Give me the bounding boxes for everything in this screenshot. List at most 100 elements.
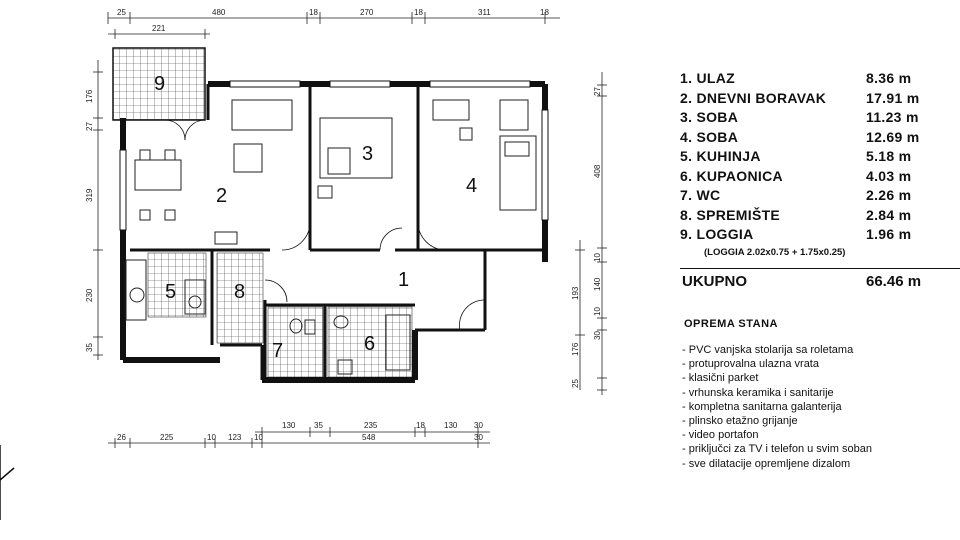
floor-plan-drawing: 25 480 18 270 18 311 18 221 176 27 319 2… [0, 8, 607, 520]
dim-bottom-r1-1: 35 [314, 421, 323, 430]
room-area: 1.96 m [866, 226, 912, 242]
dim-bottom-r2-3: 123 [228, 433, 242, 442]
dim-bottom-r2-1: 225 [160, 433, 174, 442]
equipment-item: video portafon [682, 428, 872, 442]
top-dimension-chain [107, 12, 560, 39]
room-row-5: 5. KUHINJA 5.18 m [680, 148, 960, 168]
room-name: 1. ULAZ [680, 70, 735, 86]
bottom-dimension-chains [108, 427, 490, 448]
dim-bottom-r2-5: 548 [362, 433, 376, 442]
room-label-9: 9 [154, 73, 165, 95]
dim-top-sub-0: 221 [152, 24, 166, 33]
total-divider [680, 268, 960, 269]
dim-bottom-r2-4: 10 [254, 433, 263, 442]
dim-right-5: 193 [571, 286, 580, 300]
room-row-9: 9. LOGGIA 1.96 m [680, 226, 960, 246]
dim-right-1: 408 [593, 164, 602, 178]
equipment-item: vrhunska keramika i sanitarije [682, 386, 872, 400]
room-area: 2.26 m [866, 187, 912, 203]
dim-top-2: 18 [309, 8, 318, 17]
right-dimension-chain [575, 72, 607, 395]
equipment-item: kompletna sanitarna galanterija [682, 400, 872, 414]
dim-right-4: 10 [593, 307, 602, 316]
equipment-item: PVC vanjska stolarija sa roletama [682, 343, 872, 357]
dim-bottom-r1-2: 235 [364, 421, 378, 430]
furniture [125, 99, 537, 375]
room-area: 17.91 m [866, 89, 920, 106]
dim-top-0: 25 [117, 8, 126, 17]
bottom-dimension-labels: 130 35 235 18 130 30 26 225 10 123 10 54… [117, 421, 483, 442]
room-label-1: 1 [398, 269, 409, 291]
room-label-6: 6 [364, 333, 375, 355]
room-name: 4. SOBA [680, 128, 739, 145]
dim-right-7: 176 [571, 342, 580, 356]
dim-right-6: 30 [593, 331, 602, 340]
room-label-2: 2 [216, 185, 227, 207]
room-name: 7. WC [680, 187, 721, 203]
room-row-2: 2. DNEVNI BORAVAK 17.91 m [680, 90, 960, 110]
room-name: 6. KUPAONICA [680, 167, 783, 184]
room-row-3: 3. SOBA 11.23 m [680, 109, 960, 129]
room-label-5: 5 [165, 281, 176, 303]
equipment-item: klasični parket [682, 371, 872, 385]
dim-top-4: 18 [414, 8, 423, 17]
room-label-8: 8 [234, 281, 245, 303]
room-name: 8. SPREMIŠTE [680, 206, 781, 223]
dim-bottom-r1-5: 30 [474, 421, 483, 430]
dim-top-6: 18 [540, 8, 549, 17]
room-name: 3. SOBA [680, 109, 739, 125]
dim-bottom-r1-3: 18 [416, 421, 425, 430]
dim-left-3: 230 [85, 288, 94, 302]
left-dimension-labels: 176 27 319 230 35 [85, 89, 94, 352]
tiled-floors [147, 252, 413, 378]
dim-bottom-r1-0: 130 [282, 421, 296, 430]
equipment-item: priključci za TV i telefon u svim soban [682, 442, 872, 456]
dim-right-0: 27 [593, 87, 602, 96]
room-area: 4.03 m [866, 167, 912, 184]
room-label-4: 4 [466, 175, 477, 197]
dim-left-0: 176 [85, 89, 94, 103]
door-swings [164, 119, 486, 331]
total-label: UKUPNO [682, 273, 748, 290]
top-dimension-labels: 25 480 18 270 18 311 18 221 [117, 8, 549, 33]
dim-right-2: 10 [593, 253, 602, 262]
dim-bottom-r2-0: 26 [117, 433, 126, 442]
dim-left-2: 319 [85, 188, 94, 202]
left-dimension-chain [93, 60, 103, 360]
room-schedule: 1. ULAZ 8.36 m 2. DNEVNI BORAVAK 17.91 m… [680, 70, 960, 246]
equipment-list: PVC vanjska stolarija sa roletama protup… [682, 343, 872, 471]
room-label-7: 7 [272, 340, 283, 362]
loggia-note: (LOGGIA 2.02x0.75 + 1.75x0.25) [704, 247, 846, 258]
total-value: 66.46 m [866, 273, 922, 290]
equipment-title: OPREMA STANA [684, 318, 778, 330]
windows [119, 80, 549, 231]
dim-bottom-r2-2: 10 [207, 433, 216, 442]
north-arrow [0, 445, 15, 520]
room-row-7: 7. WC 2.26 m [680, 187, 960, 207]
room-row-4: 4. SOBA 12.69 m [680, 129, 960, 149]
equipment-item: sve dilatacije opremljene dizalom [682, 457, 872, 471]
dim-bottom-r1-4: 130 [444, 421, 458, 430]
equipment-item: plinsko etažno grijanje [682, 414, 872, 428]
room-name: 9. LOGGIA [680, 226, 754, 242]
dim-right-3: 140 [593, 277, 602, 291]
room-name: 5. KUHINJA [680, 148, 761, 164]
dim-left-1: 27 [85, 122, 94, 131]
loggia-area [112, 47, 206, 121]
room-area: 12.69 m [866, 128, 920, 145]
room-area: 11.23 m [866, 109, 919, 125]
room-area: 8.36 m [866, 70, 912, 86]
dim-right-8: 25 [571, 379, 580, 388]
dim-top-5: 311 [478, 8, 491, 17]
dim-top-3: 270 [360, 8, 374, 17]
room-row-8: 8. SPREMIŠTE 2.84 m [680, 207, 960, 227]
room-row-1: 1. ULAZ 8.36 m [680, 70, 960, 90]
dim-top-1: 480 [212, 8, 226, 17]
room-label-3: 3 [362, 143, 373, 165]
room-row-6: 6. KUPAONICA 4.03 m [680, 168, 960, 188]
right-dimension-labels: 27 408 10 140 10 193 30 176 25 [571, 87, 602, 388]
equipment-item: protuprovalna ulazna vrata [682, 357, 872, 371]
room-number-labels: 1 2 3 4 5 6 7 8 9 [154, 73, 477, 362]
room-area: 5.18 m [866, 148, 912, 164]
dim-left-4: 35 [85, 343, 94, 352]
